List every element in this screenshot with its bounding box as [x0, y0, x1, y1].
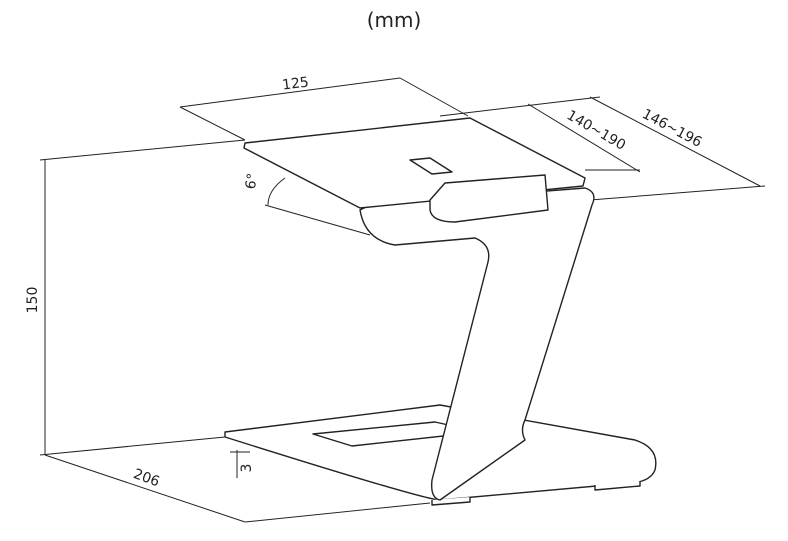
- stand-column: [359, 187, 595, 501]
- depth-inner-label: 140~190: [564, 107, 628, 153]
- front-lip: [429, 174, 549, 223]
- width-label: 125: [281, 74, 309, 93]
- base-depth-label: 206: [131, 466, 162, 490]
- slot: [409, 157, 453, 175]
- units-label: (mm): [367, 8, 422, 32]
- dimension-lines: [39, 77, 766, 523]
- height-label: 150: [25, 287, 41, 314]
- base-thickness-label: 3: [239, 464, 255, 473]
- angle-label: 6°: [243, 172, 262, 190]
